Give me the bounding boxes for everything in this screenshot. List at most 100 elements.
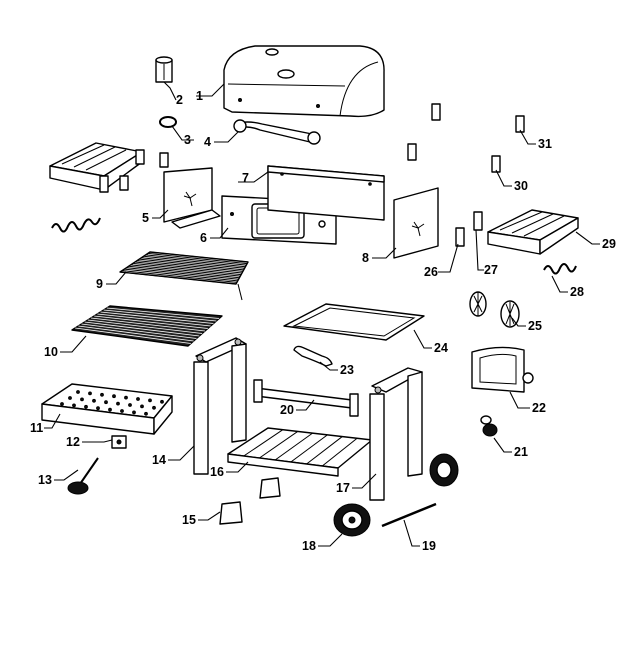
part-ash-door [471, 346, 534, 393]
tray-hole [76, 390, 80, 394]
part-wheel-mounted [429, 453, 459, 487]
hatch-line [132, 262, 242, 276]
tray-hole [148, 398, 152, 403]
tray-hole [152, 405, 156, 410]
part-lid [223, 45, 385, 118]
part-bracket-12 [111, 435, 127, 449]
callout-13: 13 [38, 473, 52, 487]
part-wheel [333, 503, 371, 537]
tray-hole [112, 394, 116, 399]
hatch-line [137, 260, 243, 272]
callout-19: 19 [422, 539, 436, 553]
part-bracket-26 [455, 227, 465, 247]
part-bracket-top-a [431, 103, 441, 121]
hatch-line [143, 255, 246, 268]
callout-27: 27 [484, 263, 498, 277]
hatch-line [145, 254, 247, 266]
tray-hole [120, 409, 124, 413]
part-ash-tray [41, 383, 173, 435]
callout-28: 28 [570, 285, 584, 299]
part-right-legs [369, 367, 423, 501]
hatch-line [274, 432, 313, 461]
part-thermometer [155, 56, 173, 83]
callout-31: 31 [538, 137, 552, 151]
part-crank-handle [67, 457, 99, 495]
part-charcoal-grate [119, 251, 249, 301]
part-lid-handle [233, 119, 321, 145]
grid-line [90, 317, 206, 332]
callout-11: 11 [30, 421, 43, 435]
tray-hole [68, 396, 72, 400]
callout-12: 12 [66, 435, 80, 449]
callout-10: 10 [44, 345, 58, 359]
callout-16: 16 [210, 465, 224, 479]
tray-hole [128, 403, 132, 407]
hatch-line [147, 252, 248, 265]
tray-hole [124, 395, 128, 400]
part-bottom-shelf [227, 427, 373, 477]
hatch-line [243, 429, 284, 457]
tray-hole [60, 402, 64, 406]
part-bracket-top-b [407, 143, 417, 161]
callout-26: 26 [424, 265, 438, 279]
tray-hole [116, 401, 120, 406]
callout-22: 22 [532, 401, 546, 415]
callout-14: 14 [152, 453, 166, 467]
tray-hole [144, 411, 148, 416]
tray-hole [136, 397, 140, 401]
hatch-line [128, 265, 240, 279]
part-bracket-27 [473, 211, 483, 231]
callout-2: 2 [176, 93, 183, 107]
tray-hole [80, 397, 84, 402]
hatch-line [259, 431, 298, 459]
callout-25: 25 [528, 319, 542, 333]
hatch-line [124, 268, 238, 282]
hatch-line [130, 264, 241, 277]
hatch-line [119, 271, 237, 285]
callout-18: 18 [302, 539, 316, 553]
tray-hole [72, 403, 76, 408]
callout-20: 20 [280, 403, 294, 417]
callout-29: 29 [602, 237, 616, 251]
callout-5: 5 [142, 211, 149, 225]
tray-hole [160, 399, 164, 404]
tray-hole [104, 400, 108, 405]
part-foot-cap-b [259, 477, 281, 499]
callout-7: 7 [242, 171, 249, 185]
part-left-side-shelf [49, 142, 169, 193]
callout-6: 6 [200, 231, 207, 245]
callout-9: 9 [96, 277, 103, 291]
grid-line [78, 325, 194, 342]
grid-line [75, 327, 191, 344]
hatch-line [321, 437, 358, 467]
part-ring [159, 116, 177, 128]
part-tray-handle [293, 345, 333, 367]
callout-labels: 1 2 3 4 5 6 7 8 9 10 11 12 13 14 15 16 1… [30, 89, 616, 553]
part-right-side-shelf [487, 209, 579, 255]
grid-line [84, 321, 200, 337]
grid-line [81, 323, 197, 339]
tray-hole [108, 407, 112, 412]
callout-24: 24 [434, 341, 448, 355]
grid-line [94, 315, 208, 329]
tray-hole [96, 406, 100, 411]
tray-hole [100, 392, 104, 397]
callout-8: 8 [362, 251, 369, 265]
callout-21: 21 [514, 445, 528, 459]
tray-hole [92, 398, 96, 403]
callout-17: 17 [336, 481, 350, 495]
tray-hole [132, 410, 136, 415]
tray-hole [140, 404, 144, 409]
part-axle [381, 502, 437, 528]
part-bracket-31 [515, 115, 525, 133]
part-bracket-30 [491, 155, 501, 173]
part-right-hooks [543, 263, 577, 275]
leader-lines [44, 81, 600, 547]
grid-line [106, 307, 220, 319]
callout-4: 4 [204, 135, 211, 149]
callout-3: 3 [184, 133, 191, 147]
part-cross-bar [253, 379, 359, 417]
hatch-line [141, 257, 245, 269]
